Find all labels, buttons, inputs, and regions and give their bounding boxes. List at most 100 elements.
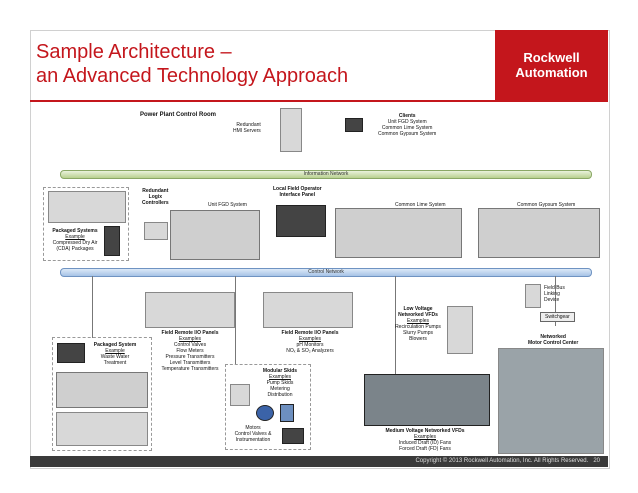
unit-fgd-rack — [170, 210, 260, 260]
logix-chassis-icon — [144, 222, 168, 240]
lv-item-3: Blowers — [409, 336, 427, 342]
lv-item-1: Recirculation Pumps — [395, 324, 441, 330]
ms-title: Modular Skids — [262, 368, 298, 374]
logix-line-1: Redundant — [142, 188, 169, 194]
transmitter-icon — [280, 404, 294, 422]
ms-item-3: Distribution — [267, 392, 293, 398]
rio2-examples: Examples — [299, 336, 321, 342]
motors-line-3: Instrumentation — [235, 437, 271, 443]
ms-item-1: Pump Skids — [266, 380, 294, 386]
clients-label: Clients Unit FGD System Common Lime Syst… — [378, 113, 436, 137]
lv-title-1: Low Voltage — [403, 306, 433, 312]
local-operator-label: Local Field Operator Interface Panel — [273, 186, 322, 198]
wwt-io-rack — [56, 412, 148, 446]
logo-line-2: Automation — [515, 65, 588, 80]
mv-item-1: Induced Draft (ID) Fans — [398, 440, 452, 446]
pkg-title: Packaged Systems — [52, 228, 98, 234]
valve-icon — [256, 405, 274, 421]
client-monitor-icon — [345, 118, 363, 132]
remote-io-panel-2 — [263, 292, 353, 328]
common-lime-rack — [335, 208, 462, 258]
switchgear-box: Switchgear — [540, 312, 575, 322]
common-gypsum-rack — [478, 208, 600, 258]
hmi-servers-label: Redundant HMI Servers — [233, 122, 261, 134]
lv-title-2: Networked VFDs — [398, 312, 438, 318]
packaged-system-box — [52, 337, 152, 451]
rio1-item-3: Pressure Transmitters — [165, 354, 215, 360]
ps2-line-1: Waste Water — [100, 354, 130, 360]
drop-line-2 — [235, 276, 236, 364]
mcc-label: Networked Motor Control Center — [528, 334, 578, 346]
mv-vfd-label: Medium Voltage Networked VFDs Examples I… — [380, 428, 470, 452]
rio1-item-4: Level Transmitters — [169, 360, 211, 366]
packaged-system-label: Packaged System Example Waste Water Trea… — [90, 342, 140, 366]
drop-line-4 — [555, 276, 556, 326]
drop-line-1 — [92, 276, 93, 338]
logo-line-1: Rockwell — [523, 50, 580, 65]
rio2-item-2: NOₓ & SO₂ Analyzers — [286, 348, 334, 354]
rio2-item-1: pH Monitors — [296, 342, 324, 348]
wwt-hmi-icon — [57, 343, 85, 363]
field-bus-device-icon — [525, 284, 541, 308]
control-room-label: Power Plant Control Room — [140, 112, 217, 118]
rio1-item-1: Control Valves — [173, 342, 207, 348]
hmi-line-2: HMI Servers — [233, 128, 261, 134]
logix-line-3: Controllers — [142, 200, 169, 206]
cda-package-image — [48, 191, 126, 223]
footer-bar: Copyright © 2013 Rockwell Automation, In… — [30, 456, 608, 467]
ps2-example: Example — [105, 348, 125, 354]
rio1-examples: Examples — [179, 336, 201, 342]
motors-line-1: Motors — [245, 425, 261, 431]
ms-examples: Examples — [269, 374, 291, 380]
rio1-item-2: Flow Meters — [176, 348, 204, 354]
motors-label: Motors Control Valves & Instrumentation — [228, 425, 278, 443]
title-line-1: Sample Architecture – — [36, 41, 232, 63]
drop-line-3 — [395, 276, 396, 376]
mv-title: Medium Voltage Networked VFDs — [385, 428, 465, 434]
title-divider — [30, 100, 608, 102]
rio1-item-5: Temperature Transmitters — [161, 366, 219, 372]
common-lime-label: Common Lime System — [395, 202, 446, 208]
page-number: 20 — [593, 458, 600, 464]
redundant-logix-label: Redundant Logix Controllers — [142, 188, 169, 206]
slide-title: Sample Architecture – an Advanced Techno… — [36, 40, 348, 88]
packaged-systems-box — [43, 187, 129, 261]
mv-vfd-cabinet-image — [364, 374, 490, 426]
information-network-bar: Information Network — [60, 170, 592, 179]
unit-fgd-label: Unit FGD System — [208, 202, 247, 208]
hmi-server-icon — [280, 108, 302, 152]
ps2-line-2: Treatment — [103, 360, 127, 366]
pkg-controller-icon — [104, 226, 120, 256]
lfo-line-2: Interface Panel — [279, 192, 316, 198]
remote-io-2-label: Field Remote I/O Panels Examples pH Moni… — [270, 330, 350, 354]
mv-examples: Examples — [414, 434, 436, 440]
clients-item-3: Common Gypsum System — [378, 131, 437, 137]
clients-item-1: Unit FGD System — [387, 119, 427, 125]
copyright-text: Copyright © 2013 Rockwell Automation, In… — [415, 458, 589, 464]
pkg-line-2: (CDA) Packages — [56, 246, 94, 252]
motor-icon — [282, 428, 304, 444]
fb-line-2: Linking — [544, 291, 560, 297]
hmi-line-1: Redundant — [236, 122, 261, 128]
pkg-example: Example — [65, 234, 85, 240]
packaged-systems-label: Packaged Systems Example Compressed Dry … — [50, 228, 100, 252]
motors-line-2: Control Valves & — [234, 431, 272, 437]
mcc-cabinet-image — [498, 348, 604, 454]
common-gypsum-label: Common Gypsum System — [517, 202, 576, 208]
mcc-line-2: Motor Control Center — [528, 340, 579, 346]
fb-line-3: Device — [544, 297, 560, 303]
title-line-2: an Advanced Technology Approach — [36, 65, 349, 87]
remote-io-panel-1 — [145, 292, 235, 328]
skid-hmi-icon — [230, 384, 250, 406]
field-bus-label: Field Bus Linking Device — [544, 285, 565, 303]
ps2-title: Packaged System — [93, 342, 137, 348]
mcc-line-1: Networked — [540, 334, 566, 340]
remote-io-1-label: Field Remote I/O Panels Examples Control… — [150, 330, 230, 372]
rio2-title: Field Remote I/O Panels — [281, 330, 339, 336]
lv-item-2: Slurry Pumps — [402, 330, 433, 336]
modular-skids-label: Modular Skids Examples Pump Skids Meteri… — [256, 368, 304, 398]
logix-line-2: Logix — [148, 194, 162, 200]
footer-text: Copyright © 2013 Rockwell Automation, In… — [415, 456, 600, 467]
mv-item-2: Forced Draft (FD) Fans — [399, 446, 451, 452]
clients-item-2: Common Lime System — [381, 125, 433, 131]
